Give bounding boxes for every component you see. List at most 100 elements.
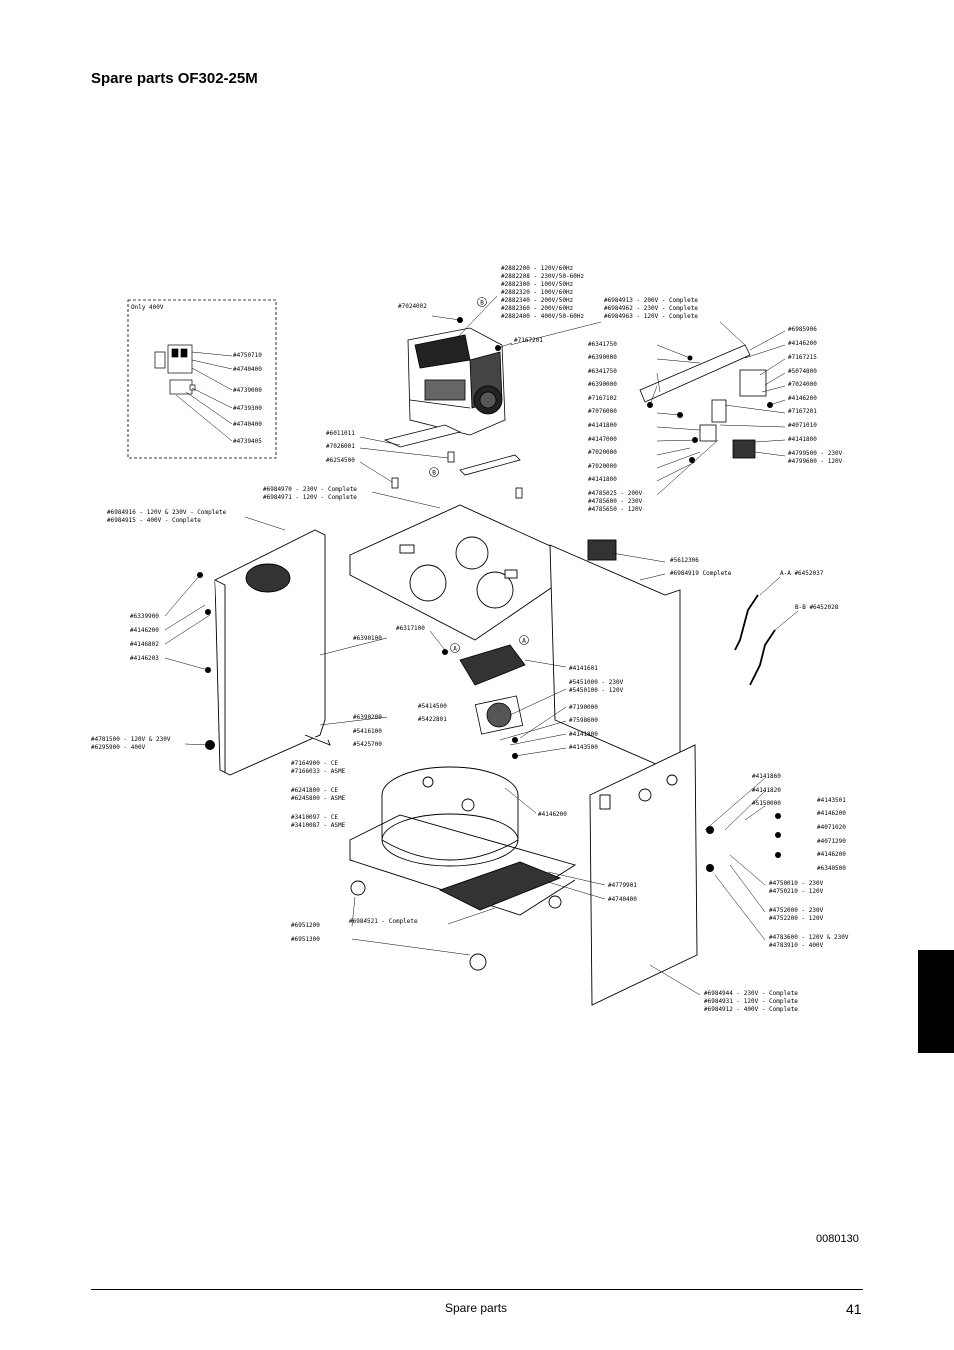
callout-label: #6341750 xyxy=(588,341,617,348)
motor-drawing xyxy=(407,327,506,436)
callout-label: #6245800 - ASME xyxy=(291,795,346,802)
callout-label: #6295900 - 400V xyxy=(91,744,146,751)
callout-label: #4146200 xyxy=(817,810,846,817)
callout-label: #6390000 xyxy=(588,381,617,388)
callout-label: #4750010 - 230V xyxy=(769,880,824,887)
callout-label: #4141820 xyxy=(752,787,781,794)
marker-a-2: A xyxy=(522,638,526,645)
callout-label: #4799600 - 120V xyxy=(788,458,843,465)
callout-label: #5414500 xyxy=(418,703,447,710)
inset-heading: Only 400V xyxy=(131,304,164,311)
callout-label: #7167201 xyxy=(788,408,817,415)
callout-label: #4785025 - 200V xyxy=(588,490,643,497)
base-frame xyxy=(349,814,577,971)
callout-label: #4146200 xyxy=(538,811,567,818)
callout-label: #4781500 - 120V & 230V xyxy=(91,736,171,743)
callout-label: #6341750 xyxy=(588,368,617,375)
callout-label: #6984521 - Complete xyxy=(349,918,418,925)
callout-label: #6984970 - 230V - Complete xyxy=(263,486,357,493)
callout-label: #6254500 xyxy=(326,457,355,464)
callout-label: #7020000 xyxy=(588,449,617,456)
air-tank xyxy=(381,766,519,867)
inset-leaders xyxy=(175,351,233,442)
callout-label: #4752000 - 230V xyxy=(769,907,824,914)
callout-label: #4141800 xyxy=(588,476,617,483)
callout-label: #6390100 xyxy=(353,635,382,642)
cooler xyxy=(459,644,526,686)
callout-label: #5450100 - 120V xyxy=(569,687,624,694)
upper-mounting-plate xyxy=(383,424,523,499)
callout-label: #4740400 xyxy=(608,896,637,903)
marker-b-1: B xyxy=(480,300,484,307)
inset-label: #4740400 xyxy=(233,366,262,373)
callout-label: #4752200 - 120V xyxy=(769,915,824,922)
callout-label: #6984931 - 120V - Complete xyxy=(704,998,798,1005)
callout-label: #4147000 xyxy=(588,436,617,443)
callout-label: #2882400 - 400V/50-60Hz xyxy=(501,313,585,320)
callout-label: #4143500 xyxy=(569,744,598,751)
callout-label: #4071010 xyxy=(788,422,817,429)
callout-label: #4785650 - 120V xyxy=(588,506,643,513)
callout-label: #2882208 - 230V/50-60Hz xyxy=(501,273,585,280)
callout-label: #6984916 - 120V & 230V - Complete xyxy=(107,509,227,516)
callout-label: #6984915 - 400V - Complete xyxy=(107,517,201,524)
callout-label: #4071290 xyxy=(817,838,846,845)
callout-label: #6340500 xyxy=(817,865,846,872)
callout-label: #6317100 xyxy=(396,625,425,632)
callout-label: #6011011 xyxy=(326,430,355,437)
callout-label: #2882340 - 200V/50Hz xyxy=(501,297,574,304)
callout-label: #7166033 - ASME xyxy=(291,768,346,775)
callout-label: #6339900 xyxy=(130,613,159,620)
callout-label: #7167102 xyxy=(588,395,617,402)
top-frame xyxy=(348,504,571,641)
callout-label: #4141800 xyxy=(569,731,598,738)
callout-label: #7190000 xyxy=(569,704,598,711)
callout-label: #4146802 xyxy=(130,641,159,648)
leader-lines xyxy=(164,295,799,996)
inset-label: #4739405 xyxy=(233,438,262,445)
marker-b-2: B xyxy=(432,470,436,477)
callout-label: #5150000 xyxy=(752,800,781,807)
callout-label: #6241800 - CE xyxy=(291,787,338,794)
section-markers xyxy=(429,297,529,653)
callout-label: #4071020 xyxy=(817,824,846,831)
callout-label: #7076000 xyxy=(588,408,617,415)
callout-label: #4146200 xyxy=(788,340,817,347)
hose-bb xyxy=(749,629,776,686)
callout-label: #7167201 xyxy=(514,337,543,344)
callout-label: #4785600 - 230V xyxy=(588,498,643,505)
marker-a-1: A xyxy=(453,646,457,653)
valve-bracket xyxy=(639,344,767,459)
callout-label: #7167215 xyxy=(788,354,817,361)
callout-label: #4146200 xyxy=(788,395,817,402)
footer-section-label: Spare parts xyxy=(445,1301,508,1315)
page-title: Spare parts OF302-25M xyxy=(91,70,258,87)
callout-label: #6951200 xyxy=(291,922,320,929)
front-panel xyxy=(589,744,698,1006)
callout-label: #2882300 - 100V/50Hz xyxy=(501,281,574,288)
inset-label: #4750710 xyxy=(233,352,262,359)
small-fittings xyxy=(197,317,781,872)
callout-label: #4783600 - 120V & 230V xyxy=(769,934,849,941)
callout-label: #6984913 - 200V - Complete xyxy=(604,297,698,304)
callout-label: #7024000 xyxy=(788,381,817,388)
callout-label: #4750210 - 120V xyxy=(769,888,824,895)
callout-label: #6985906 xyxy=(788,326,817,333)
inset-label: #4739300 xyxy=(233,405,262,412)
callout-label: #4141860 xyxy=(752,773,781,780)
callout-label: #6984962 - 230V - Complete xyxy=(604,305,698,312)
callout-label: #4779901 xyxy=(608,882,637,889)
page-number: 41 xyxy=(846,1301,862,1317)
drawing-number: 0080130 xyxy=(816,1233,859,1245)
section-aa-label: A-A #6452037 xyxy=(780,570,824,577)
callout-label: #5074800 xyxy=(788,368,817,375)
callout-label: #4146203 xyxy=(130,655,159,662)
callout-label: #6984912 - 400V - Complete xyxy=(704,1006,798,1013)
callout-label: #5451000 - 230V xyxy=(569,679,624,686)
callout-label: #6984919 Complete xyxy=(670,570,732,577)
callout-label: #3410097 - CE xyxy=(291,814,338,821)
callout-label: #4783910 - 400V xyxy=(769,942,824,949)
callout-label: #7164900 - CE xyxy=(291,760,338,767)
callout-label: #6984971 - 120V - Complete xyxy=(263,494,357,501)
